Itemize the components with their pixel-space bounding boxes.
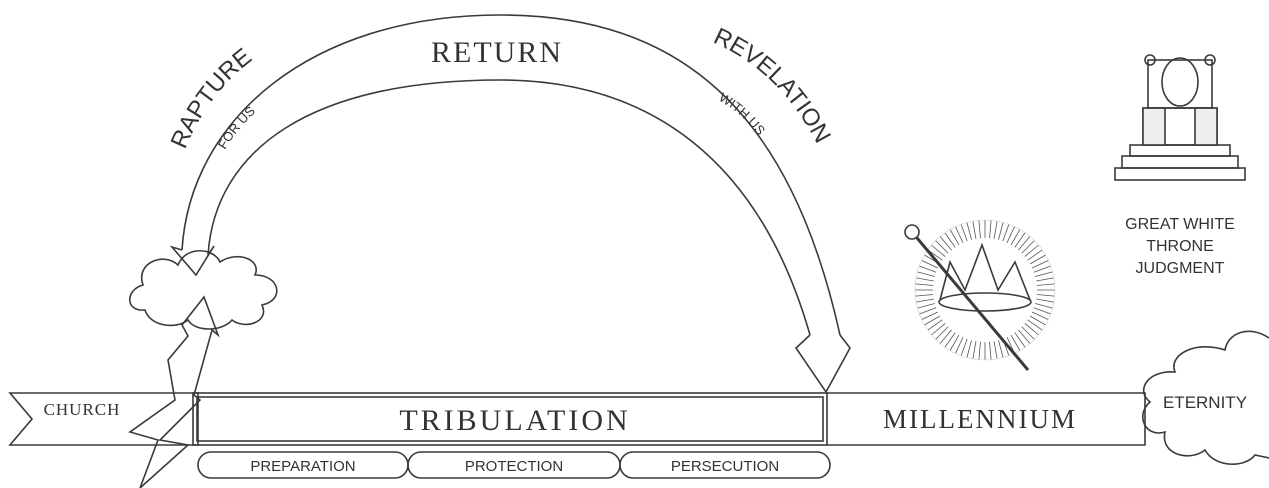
crown-ray: [994, 221, 997, 239]
crown-ray: [931, 323, 945, 335]
crown-ray: [1036, 299, 1054, 302]
revelation-label: REVELATION: [710, 23, 836, 148]
crown-ray: [1018, 330, 1030, 344]
crown-ray: [998, 340, 1003, 357]
crown-ray: [1018, 236, 1030, 250]
judgment-line-3: JUDGMENT: [1136, 260, 1225, 277]
judgment-line-2: THRONE: [1146, 238, 1214, 255]
for-us-label: FOR US: [215, 103, 258, 151]
crown-ray: [917, 272, 934, 277]
crown-ray: [973, 221, 976, 239]
crown-ray: [1034, 266, 1051, 272]
crown-ray: [919, 266, 936, 272]
crown-ray: [998, 222, 1003, 239]
millennium-label: MILLENNIUM: [883, 404, 1077, 434]
rapture-label: RAPTURE: [166, 43, 257, 152]
crown-ray: [967, 340, 972, 357]
crown-ray: [1003, 224, 1009, 241]
return-label: RETURN: [431, 36, 563, 69]
crown-ray: [915, 284, 933, 286]
crown-ray: [1035, 272, 1052, 277]
crown-ray: [961, 339, 967, 356]
phase-label-preparation: PREPARATION: [250, 458, 355, 475]
crown-ray: [916, 278, 934, 281]
crown-ray: [979, 220, 981, 238]
with-us-label: WITH US: [717, 90, 769, 138]
crown-ray: [940, 330, 952, 344]
phase-label-persecution: PERSECUTION: [671, 458, 779, 475]
crown-ray: [916, 299, 934, 302]
crown-ray: [967, 222, 972, 239]
tribulation-label: TRIBULATION: [399, 404, 630, 437]
crown-ray: [1022, 241, 1035, 254]
crown-ray: [931, 245, 945, 257]
crown-ray: [1037, 295, 1055, 297]
crown-ray: [990, 220, 992, 238]
crown-ray: [940, 236, 952, 250]
return-arc: [172, 15, 850, 392]
crown-ray: [936, 241, 949, 254]
crown-ray: [917, 303, 934, 308]
crown-ray: [1025, 323, 1039, 335]
crown-ray: [994, 341, 997, 359]
judgment-line-1: GREAT WHITE: [1125, 216, 1235, 233]
church-label: CHURCH: [44, 400, 121, 419]
crown-ray: [1035, 303, 1052, 308]
crown-ray: [1025, 245, 1039, 257]
phase-label-protection: PROTECTION: [465, 458, 563, 475]
crown-ray: [936, 327, 949, 340]
crown-ray: [1034, 308, 1051, 314]
crown-ray: [1036, 278, 1054, 281]
crown-ray: [1022, 327, 1035, 340]
crown-ray: [915, 295, 933, 297]
eternity-label: ETERNITY: [1163, 393, 1247, 412]
crown-ray: [1037, 284, 1055, 286]
crown-scepter-icon: [905, 220, 1055, 370]
crown-ray: [990, 342, 992, 360]
crown-ray: [979, 342, 981, 360]
throne-icon: [1115, 55, 1245, 180]
crown-ray: [973, 341, 976, 359]
crown-ray: [961, 224, 967, 241]
crown-ray: [919, 308, 936, 314]
